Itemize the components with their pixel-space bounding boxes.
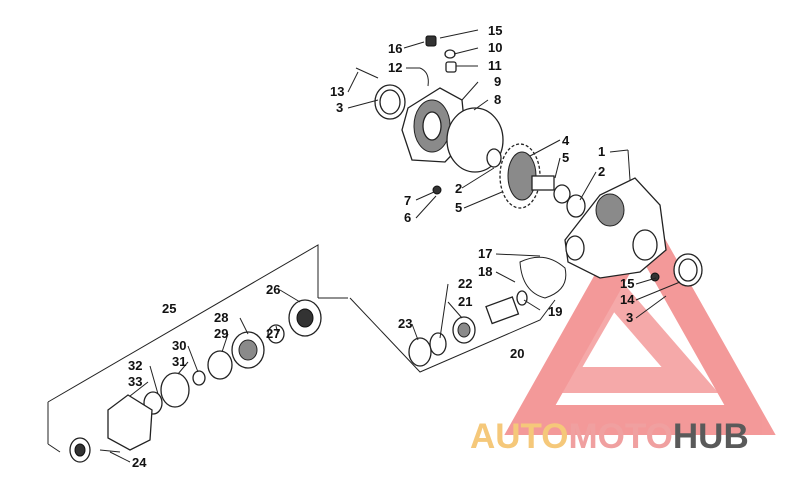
leader-lines	[109, 29, 681, 463]
callout-19: 19	[548, 304, 562, 319]
callout-14: 14	[620, 292, 635, 307]
ring-gear	[499, 143, 586, 218]
watermark-auto: AUTO	[470, 417, 569, 456]
callout-27: 27	[266, 326, 280, 341]
callout-4: 4	[562, 133, 570, 148]
callout-24: 24	[132, 455, 147, 470]
gear-housing	[564, 177, 703, 287]
callout-23: 23	[398, 316, 412, 331]
callout-2b: 2	[455, 181, 462, 196]
callout-10: 10	[488, 40, 502, 55]
callout-17: 17	[478, 246, 492, 261]
callout-31: 31	[172, 354, 186, 369]
callout-26: 26	[266, 282, 280, 297]
callout-20: 20	[510, 346, 524, 361]
callout-13: 13	[330, 84, 344, 99]
callout-7: 7	[404, 193, 411, 208]
callout-32: 32	[128, 358, 142, 373]
callout-18: 18	[478, 264, 492, 279]
callout-9: 9	[494, 74, 501, 89]
callout-2a: 2	[598, 164, 605, 179]
callout-5b: 5	[455, 200, 462, 215]
watermark-hub: HUB	[673, 417, 749, 456]
svg-text:AUTOMOTOHUB: AUTOMOTOHUB	[470, 417, 749, 456]
callout-8: 8	[494, 92, 501, 107]
callout-12: 12	[388, 60, 402, 75]
callout-3a: 3	[336, 100, 343, 115]
callout-29: 29	[214, 326, 228, 341]
callout-15a: 15	[488, 23, 502, 38]
callout-21: 21	[458, 294, 472, 309]
coupler-assembly	[69, 299, 322, 463]
callout-11: 11	[488, 58, 502, 73]
watermark-moto: MOTO	[569, 417, 673, 456]
cover-assembly	[355, 35, 504, 195]
watermark-logo-icon	[504, 194, 776, 435]
callout-3b: 3	[626, 310, 633, 325]
callout-16: 16	[388, 41, 402, 56]
callout-25: 25	[162, 301, 176, 316]
callout-15b: 15	[620, 276, 634, 291]
watermark-wordmark: AUTOMOTOHUB	[470, 417, 749, 456]
pinion-assembly	[408, 290, 528, 367]
callout-6: 6	[404, 210, 411, 225]
callout-33: 33	[128, 374, 142, 389]
callout-30: 30	[172, 338, 186, 353]
callout-labels: 15 16 10 12 11 13 9 3 8 4 1 5 2 2 7 5 6 …	[128, 23, 635, 470]
group-outline-25	[47, 244, 348, 453]
callout-1: 1	[598, 144, 605, 159]
gasket	[519, 256, 567, 299]
group-outline-20	[349, 297, 556, 373]
callout-28: 28	[214, 310, 228, 325]
callout-5a: 5	[562, 150, 569, 165]
callout-22: 22	[458, 276, 472, 291]
